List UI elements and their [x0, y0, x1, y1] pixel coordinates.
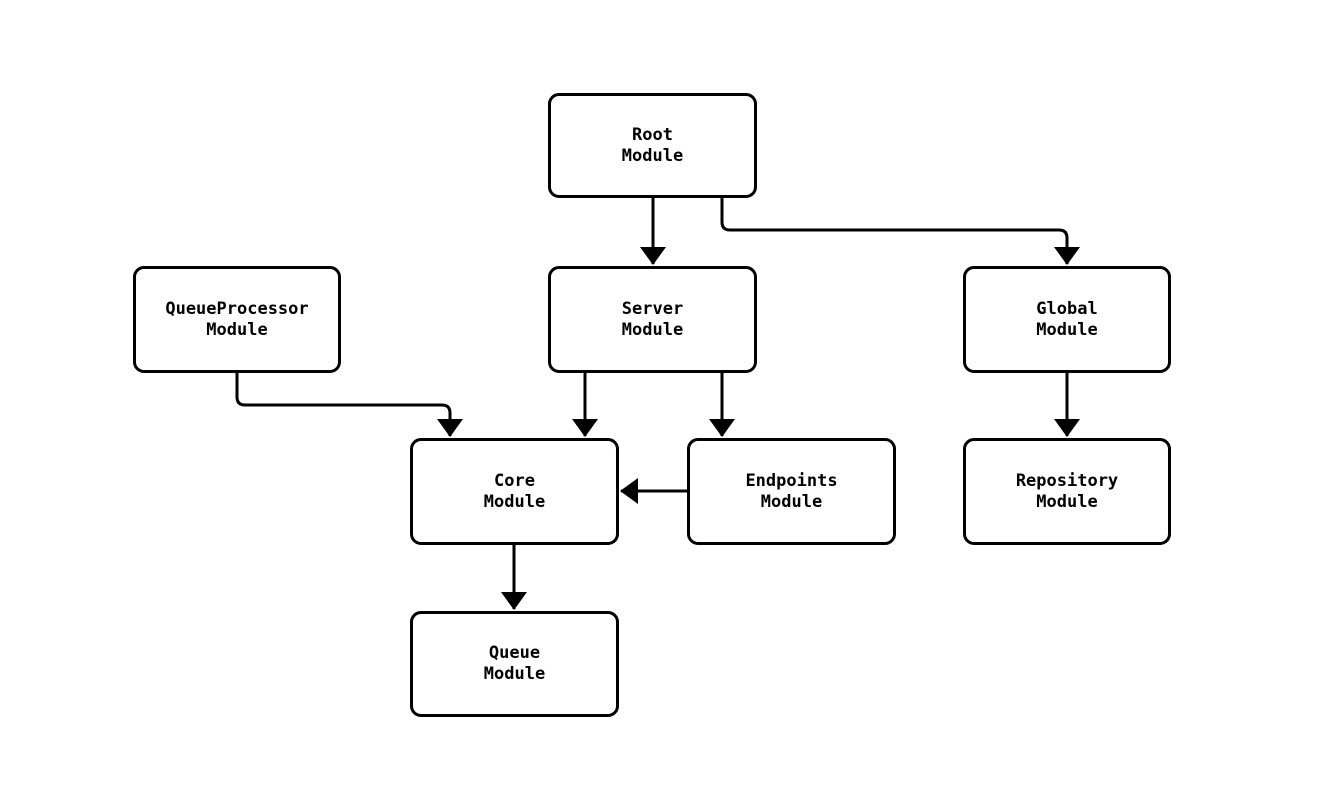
node-label: Server Module [621, 298, 684, 340]
node-label: Root Module [621, 124, 684, 166]
edge-root-global [720, 198, 1080, 265]
node-global-module: Global Module [963, 266, 1171, 373]
node-core-module: Core Module [410, 438, 619, 545]
node-label: Repository Module [1015, 470, 1119, 512]
node-queue-module: Queue Module [410, 611, 619, 717]
node-label: Core Module [483, 470, 546, 512]
edge-queueprocessor-core [235, 373, 463, 437]
node-server-module: Server Module [548, 266, 757, 373]
node-label: Queue Module [483, 643, 546, 684]
node-queueprocessor-module: QueueProcessor Module [133, 266, 341, 373]
node-endpoints-module: Endpoints Module [687, 438, 896, 545]
node-root-module: Root Module [548, 93, 757, 198]
node-label: QueueProcessor Module [165, 298, 309, 340]
node-label: Endpoints Module [745, 470, 838, 512]
node-repository-module: Repository Module [963, 438, 1171, 545]
node-label: Global Module [1036, 298, 1098, 340]
